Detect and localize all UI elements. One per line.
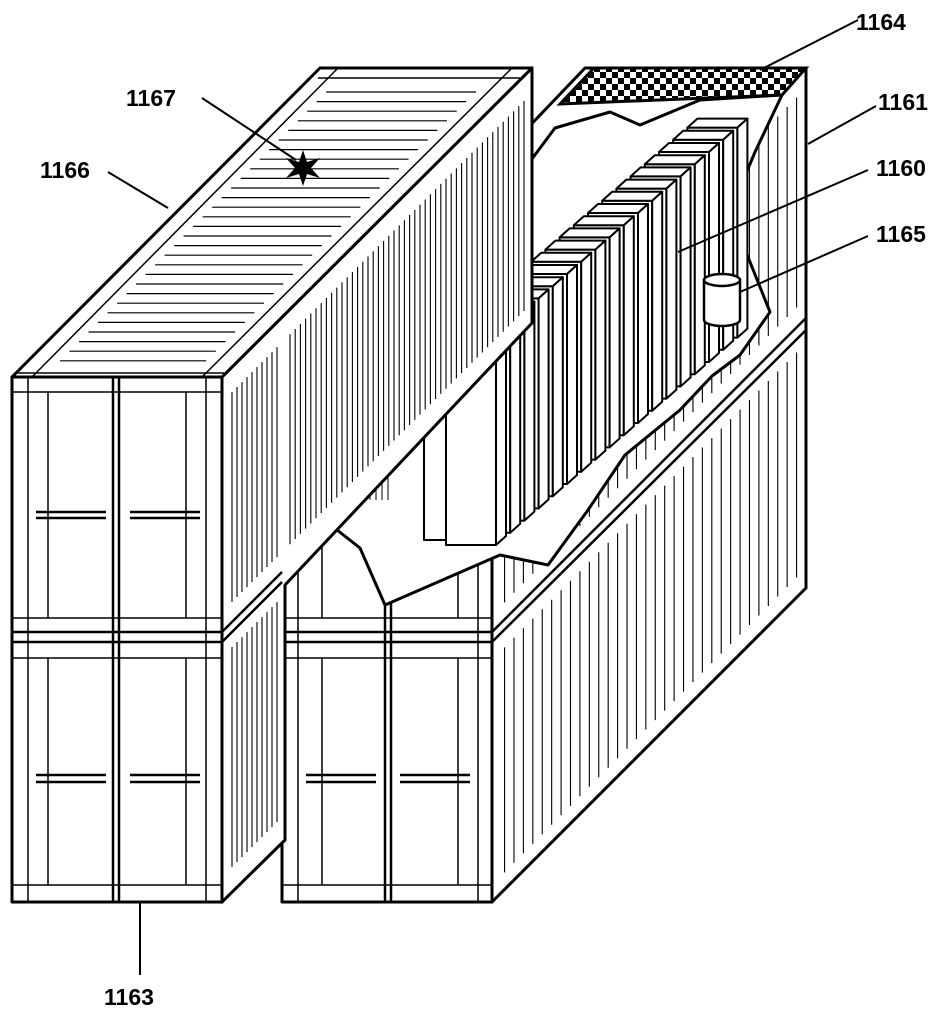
battery-module-side: [580, 251, 593, 473]
label-1166: 1166: [40, 157, 90, 183]
label-1167: 1167: [126, 85, 176, 111]
star-1167: [286, 150, 320, 186]
label-1161: 1161: [878, 89, 928, 115]
label-1164: 1164: [856, 9, 906, 35]
leader-1165: [739, 235, 869, 293]
left-side-ribs: [231, 100, 525, 868]
right-side-seam: [491, 317, 807, 633]
battery-module-side: [651, 190, 664, 412]
leader-1164: [759, 19, 859, 71]
battery-module-side: [594, 239, 607, 461]
left-container-end: [10, 375, 224, 904]
left-top-ribs: [60, 91, 476, 362]
battery-module-side: [665, 178, 678, 400]
battery-module-side: [637, 203, 649, 424]
label-1163: 1163: [104, 984, 154, 1010]
battery-module-side: [551, 276, 564, 498]
battery-module-side: [566, 264, 578, 485]
battery-module-side: [537, 288, 550, 510]
canister-1165: [702, 272, 742, 328]
battery-module-side: [679, 166, 692, 388]
leader-1166: [107, 171, 169, 209]
battery-module-side: [708, 142, 720, 363]
leader-1167: [201, 97, 297, 161]
battery-module-stack: [423, 117, 749, 546]
left-end-frame: [12, 377, 222, 902]
reference-labels: 1164 1161 1160 1165 1166 1167 1163: [40, 9, 928, 1010]
battery-module-side: [608, 227, 621, 449]
leader-1160: [677, 169, 869, 253]
left-container-top: [10, 66, 534, 379]
left-container: [10, 66, 534, 904]
roof-panel-1164: [556, 66, 810, 106]
label-1165: 1165: [876, 221, 926, 247]
leader-lines: [107, 19, 877, 975]
battery-module-side: [693, 154, 706, 376]
leader-1161: [807, 105, 877, 145]
battery-module-side: [622, 215, 635, 437]
label-1160: 1160: [876, 155, 926, 181]
left-top-frame: [16, 67, 522, 378]
battery-module-side: [523, 300, 536, 522]
